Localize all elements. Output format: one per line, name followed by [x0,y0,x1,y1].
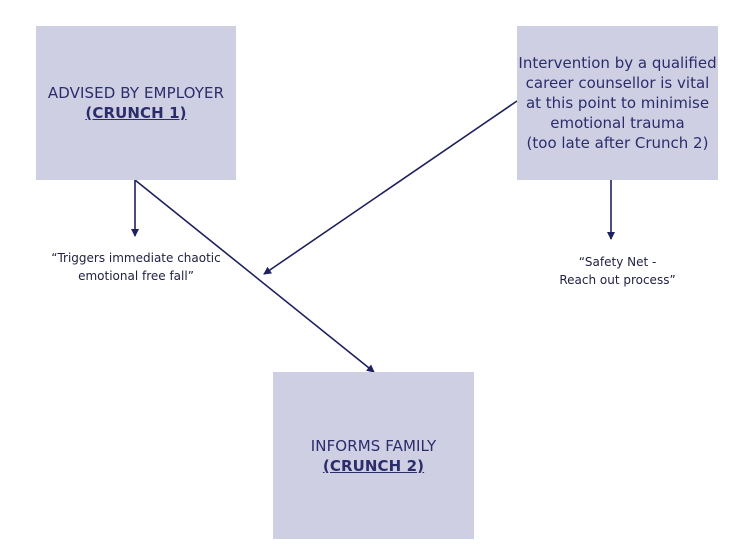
triggers-caption-line: “Triggers immediate chaotic [51,251,221,265]
intervention-line: at this point to minimise [525,94,710,112]
intervention-line: emotional trauma [550,114,685,132]
arrow-intervention-to-freefall [263,100,518,275]
family-box-crunch: (CRUNCH 2) [322,456,425,475]
family-box-title: INFORMS FAMILY [310,436,437,455]
safety-net-caption-line: “Safety Net - [578,255,657,269]
safety-net-caption-line: Reach out process” [559,273,676,287]
safety-net-caption: “Safety Net - Reach out process” [517,253,718,289]
employer-box-title: ADVISED BY EMPLOYER [47,84,225,102]
employer-box: ADVISED BY EMPLOYER (CRUNCH 1) [36,26,236,180]
triggers-caption: “Triggers immediate chaotic emotional fr… [36,249,236,285]
employer-box-crunch: (CRUNCH 1) [85,104,187,122]
family-box: INFORMS FAMILY (CRUNCH 2) [273,372,474,539]
intervention-line: career counsellor is vital [525,74,710,92]
intervention-line: Intervention by a qualified [518,54,717,72]
intervention-line: (too late after Crunch 2) [526,134,709,152]
triggers-caption-line: emotional free fall” [78,269,194,283]
intervention-box: Intervention by a qualified career couns… [517,26,718,180]
